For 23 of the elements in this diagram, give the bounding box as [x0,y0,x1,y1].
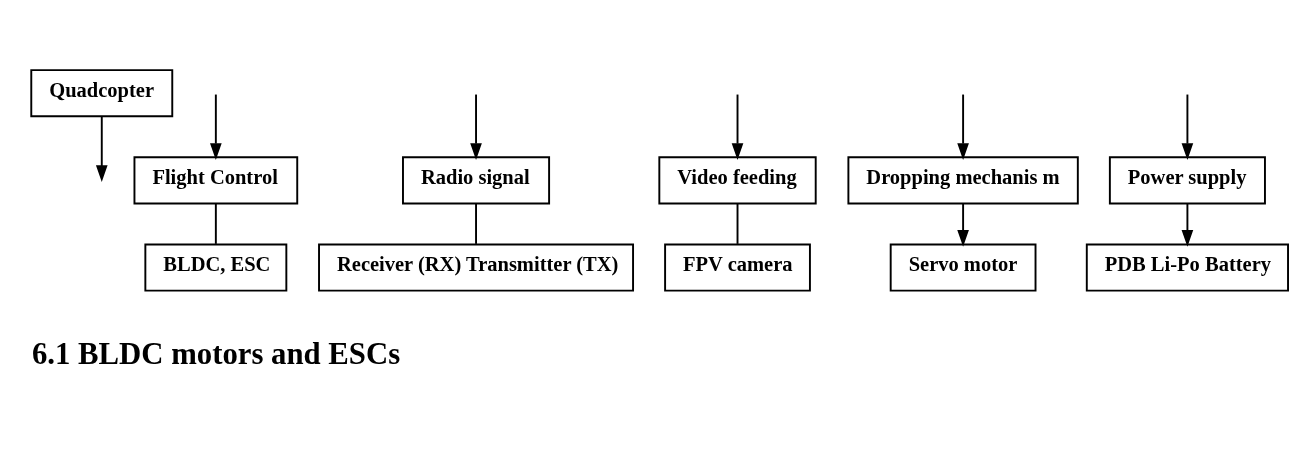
node-box: FPV camera [664,243,811,292]
arrow [957,93,969,160]
node-box: Radio signal [402,155,551,204]
connector [736,202,739,245]
node-box: Flight Control [133,155,299,204]
connector [475,202,477,245]
node-box: Quadcopter [30,68,174,117]
arrow [470,93,482,160]
arrow [1181,93,1194,160]
node-box: Servo motor [889,243,1037,292]
arrow [957,202,969,247]
node-box: Video feeding [658,155,817,204]
connector [214,202,217,245]
node-box: PDB Li-Po Battery [1085,243,1289,292]
arrow [1181,202,1194,247]
arrow [731,93,744,160]
node-box: BLDC, ESC [144,243,288,292]
arrow [95,115,108,182]
arrow [210,93,222,160]
node-box: Receiver (RX) Transmitter (TX) [318,243,634,292]
node-box: Dropping mechanis m [847,155,1079,204]
node-box: Power supply [1108,155,1266,204]
label: 6.1 BLDC motors and ESCs [31,336,401,371]
